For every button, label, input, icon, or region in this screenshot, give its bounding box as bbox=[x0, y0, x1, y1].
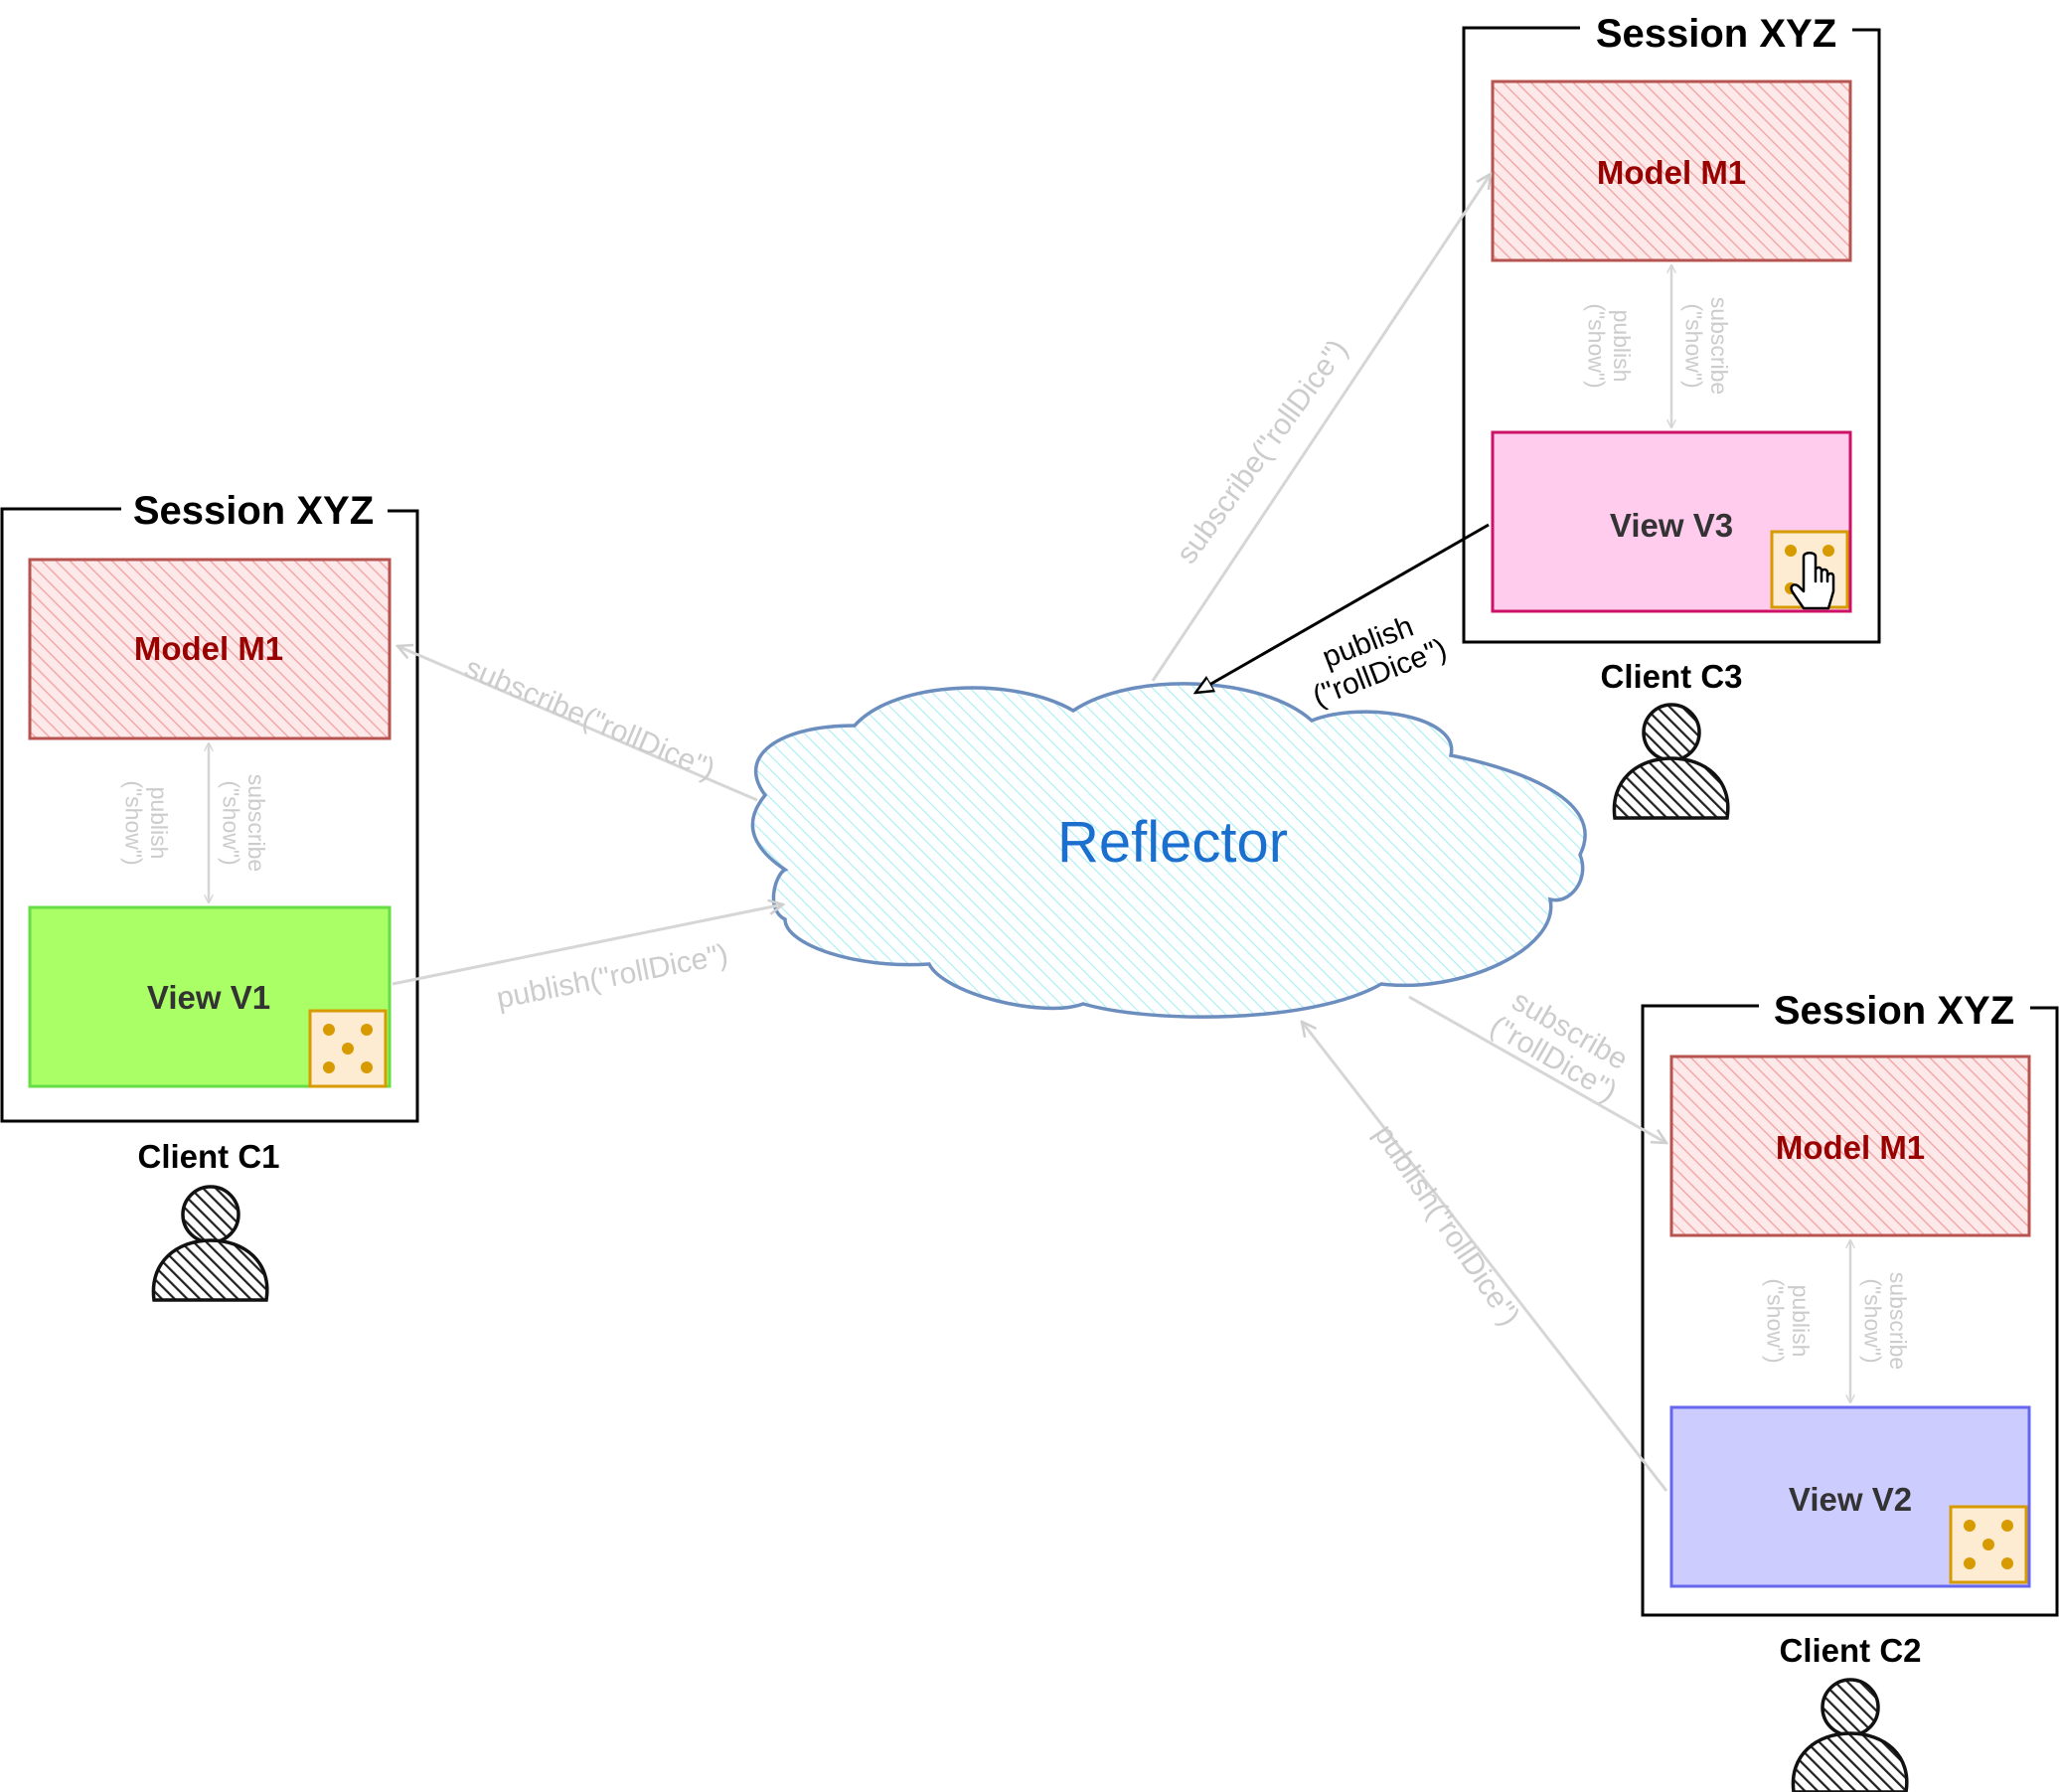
session-frame-c1 bbox=[0, 507, 419, 1123]
link-publish-c3: publish("show") bbox=[1584, 303, 1635, 388]
person-icon bbox=[151, 1185, 269, 1302]
label-publish-c3: publish("rollDice") bbox=[1297, 601, 1452, 713]
label-publish-c2: publish("rollDice") bbox=[1367, 1118, 1526, 1331]
reflector-cloud: Reflector bbox=[750, 682, 1587, 1019]
arrow-publish-c3 bbox=[1195, 523, 1490, 693]
hand-cursor-icon bbox=[1790, 552, 1835, 610]
view-label-c3: View V3 bbox=[1610, 507, 1733, 544]
model-box-c2 bbox=[1669, 1055, 2031, 1237]
client-c1: Session XYZ Model M1 View V1 publish("sh… bbox=[0, 489, 419, 1302]
label-publish-c1: publish("rollDice") bbox=[494, 938, 730, 1015]
client-c3: Session XYZ Model M1 View V3 publish("sh… bbox=[1462, 12, 1881, 820]
view-label-c1: View V1 bbox=[147, 979, 270, 1016]
arrow-publish-c1 bbox=[392, 904, 783, 986]
session-frame-c2 bbox=[1641, 1004, 2059, 1617]
model-label-c3: Model M1 bbox=[1597, 154, 1746, 191]
model-box-c3 bbox=[1491, 80, 1852, 262]
person-icon bbox=[1612, 703, 1730, 820]
model-box-c1 bbox=[28, 558, 392, 740]
client-c2: Session XYZ Model M1 View V2 publish("sh… bbox=[1641, 989, 2059, 1792]
model-label-c2: Model M1 bbox=[1776, 1129, 1925, 1166]
die-icon[interactable] bbox=[308, 1009, 388, 1088]
link-subscribe-c1: subscribe("show") bbox=[219, 774, 269, 872]
arrow-subscribe-c1 bbox=[397, 646, 758, 802]
arrow-publish-c2 bbox=[1302, 1022, 1668, 1492]
session-frame-c3 bbox=[1462, 26, 1881, 644]
link-publish-c1: publish("show") bbox=[121, 780, 172, 865]
client-label-c1: Client C1 bbox=[137, 1138, 279, 1175]
view-box-c3 bbox=[1491, 430, 1852, 613]
label-subscribe-c3: subscribe("rollDice") bbox=[1171, 334, 1354, 570]
session-title-c2: Session XYZ bbox=[1774, 989, 2014, 1033]
label-subscribe-c2: subscribe("rollDice") bbox=[1485, 981, 1639, 1108]
arrow-subscribe-c2 bbox=[1408, 995, 1666, 1143]
reflector-label: Reflector bbox=[1057, 810, 1288, 875]
arrow-subscribe-c3 bbox=[1151, 174, 1491, 682]
reflector-cloud-shape bbox=[750, 682, 1587, 1019]
model-label-c1: Model M1 bbox=[134, 630, 283, 667]
die-icon[interactable] bbox=[1949, 1505, 2028, 1584]
label-subscribe-c1: subscribe("rollDice") bbox=[460, 651, 719, 786]
person-icon bbox=[1791, 1678, 1909, 1792]
session-title-c3: Session XYZ bbox=[1596, 12, 1836, 56]
client-label-c3: Client C3 bbox=[1600, 658, 1742, 695]
link-subscribe-c2: subscribe("show") bbox=[1860, 1272, 1911, 1370]
view-label-c2: View V2 bbox=[1789, 1481, 1912, 1518]
session-title-c1: Session XYZ bbox=[133, 489, 374, 533]
link-publish-c2: publish("show") bbox=[1763, 1278, 1814, 1363]
client-label-c2: Client C2 bbox=[1779, 1632, 1921, 1669]
link-subscribe-c3: subscribe("show") bbox=[1681, 297, 1732, 395]
